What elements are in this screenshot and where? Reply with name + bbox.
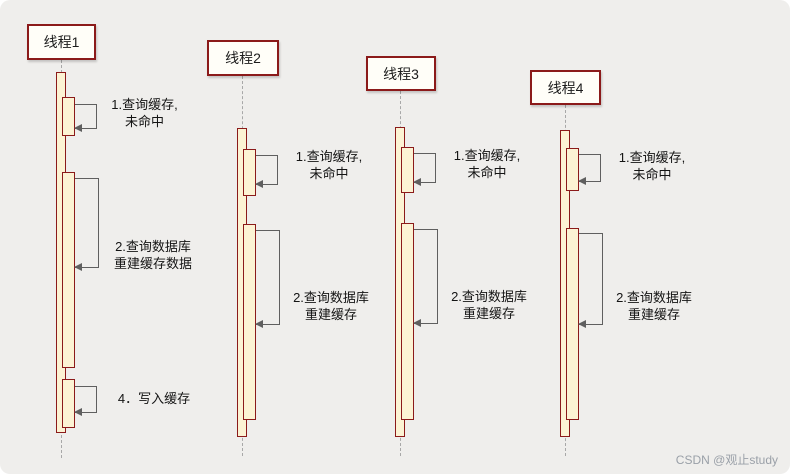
arrowhead-thread3-step1 [413,178,421,186]
self-call-arrow-thread1-step2 [75,178,99,268]
step-label-thread4-step2: 2.查询数据库 重建缓存 [616,290,692,322]
arrowhead-thread4-step1 [578,177,586,185]
step-label-thread1-step3: 4．写入缓存 [117,391,191,406]
step-label-thread1-step2: 2.查询数据库 重建缓存数据 [113,239,192,271]
step-label-thread2-step2: 2.查询数据库 重建缓存 [293,290,369,322]
thread-box-1: 线程1 [27,24,96,60]
self-call-arrow-thread2-step2 [256,230,280,325]
self-call-arrow-thread3-step2 [414,229,438,324]
activation-thread1-step3 [62,379,75,428]
thread-label-1: 线程1 [43,34,80,50]
thread-box-2: 线程2 [207,40,279,76]
step-label-thread4-step1: 1.查询缓存, 未命中 [618,150,686,182]
step-label-thread2-step1: 1.查询缓存, 未命中 [295,149,363,181]
arrowhead-thread3-step2 [413,319,421,327]
thread-label-4: 线程4 [547,79,584,96]
step-label-thread3-step1: 1.查询缓存, 未命中 [453,148,521,180]
self-call-arrow-thread4-step2 [579,233,603,325]
activation-thread1-step1 [62,97,75,136]
arrowhead-thread2-step1 [255,180,263,188]
arrowhead-thread1-step1 [74,124,82,132]
self-call-arrow-thread3-step1 [414,153,436,183]
self-call-arrow-thread1-step3 [75,386,97,413]
arrowhead-thread2-step2 [255,320,263,328]
arrowhead-thread4-step2 [578,320,586,328]
self-call-arrow-thread4-step1 [579,154,601,182]
thread-box-4: 线程4 [530,70,601,105]
step-label-thread3-step2: 2.查询数据库 重建缓存 [451,289,527,321]
self-call-arrow-thread2-step1 [256,155,278,185]
arrowhead-thread1-step3 [74,408,82,416]
self-call-arrow-thread1-step1 [75,104,97,129]
thread-label-3: 线程3 [383,65,419,82]
arrowhead-thread1-step2 [74,263,82,271]
activation-thread3-step1 [401,147,414,193]
thread-box-3: 线程3 [366,56,436,91]
step-label-thread1-step1: 1.查询缓存, 未命中 [111,97,178,129]
thread-label-2: 线程2 [225,50,261,66]
watermark: CSDN @观止study [675,453,778,467]
activation-thread4-step1 [566,148,579,191]
activation-thread2-step1 [243,149,256,196]
